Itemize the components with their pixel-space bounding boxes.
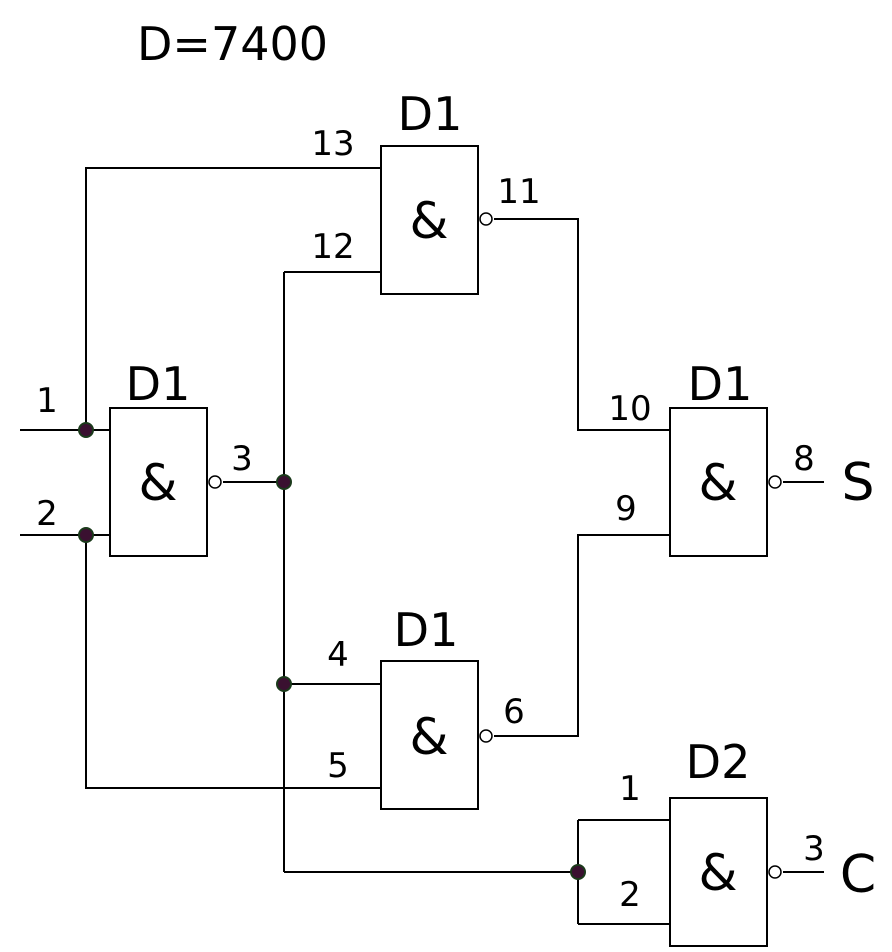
gate-label: D1 bbox=[126, 357, 191, 411]
inverter-bubble bbox=[479, 212, 493, 226]
pin-label: 1 bbox=[36, 381, 58, 421]
pin-label: 3 bbox=[231, 439, 253, 479]
pin-label: 5 bbox=[327, 746, 349, 786]
pin-label: 11 bbox=[497, 172, 540, 212]
diagram-title: D=7400 bbox=[137, 17, 328, 71]
and-symbol: & bbox=[699, 454, 738, 512]
inverter-bubble bbox=[479, 729, 493, 743]
and-symbol: & bbox=[410, 708, 449, 766]
output-carry-label: C bbox=[840, 845, 876, 905]
junctions bbox=[78, 422, 586, 880]
pin-label: 2 bbox=[619, 875, 641, 915]
gate-right: & D1 10 9 8 S bbox=[608, 357, 875, 557]
and-symbol: & bbox=[410, 192, 449, 250]
junction-dot bbox=[276, 676, 292, 692]
pin-label: 8 bbox=[793, 439, 815, 479]
nand-gate-body bbox=[109, 407, 208, 557]
wire-to-pin-13 bbox=[85, 167, 381, 430]
junction-dot bbox=[78, 527, 94, 543]
gate-label: D1 bbox=[398, 87, 463, 141]
and-symbol: & bbox=[699, 844, 738, 902]
gate-left: & D1 1 2 3 bbox=[36, 357, 253, 557]
and-symbol: & bbox=[139, 454, 178, 512]
pin-label: 4 bbox=[327, 635, 349, 675]
pin-label: 13 bbox=[311, 124, 354, 164]
nand-gate-body bbox=[380, 660, 479, 810]
gate-mid: & D1 4 5 6 bbox=[327, 603, 525, 810]
wires bbox=[20, 167, 824, 925]
junction-dot bbox=[78, 422, 94, 438]
pin-label: 2 bbox=[36, 494, 58, 534]
wire-11-to-10 bbox=[494, 218, 670, 431]
gate-top: & D1 13 12 11 bbox=[311, 87, 541, 295]
junction-dot bbox=[276, 474, 292, 490]
pin-label: 1 bbox=[619, 769, 641, 809]
pin-label: 3 bbox=[803, 829, 825, 869]
pin-label: 6 bbox=[503, 692, 525, 732]
pin-label: 12 bbox=[311, 227, 354, 267]
inverter-bubble bbox=[768, 865, 782, 879]
pin-label: 10 bbox=[608, 389, 651, 429]
output-sum-label: S bbox=[841, 453, 874, 513]
gate-label: D1 bbox=[688, 357, 753, 411]
gate-bottom: & D2 1 2 3 C bbox=[619, 735, 876, 947]
inverter-bubble bbox=[768, 475, 782, 489]
gate-label: D2 bbox=[686, 735, 751, 789]
gate-label: D1 bbox=[394, 603, 459, 657]
pin-label: 9 bbox=[615, 489, 637, 529]
nand-gate-body bbox=[380, 145, 479, 295]
nand-gate-body bbox=[669, 407, 768, 557]
nand-gate-body bbox=[669, 797, 768, 947]
inverter-bubble bbox=[208, 475, 222, 489]
wire-to-pin-5 bbox=[85, 535, 381, 789]
wire-6-to-9 bbox=[494, 534, 670, 737]
junction-dot bbox=[570, 864, 586, 880]
